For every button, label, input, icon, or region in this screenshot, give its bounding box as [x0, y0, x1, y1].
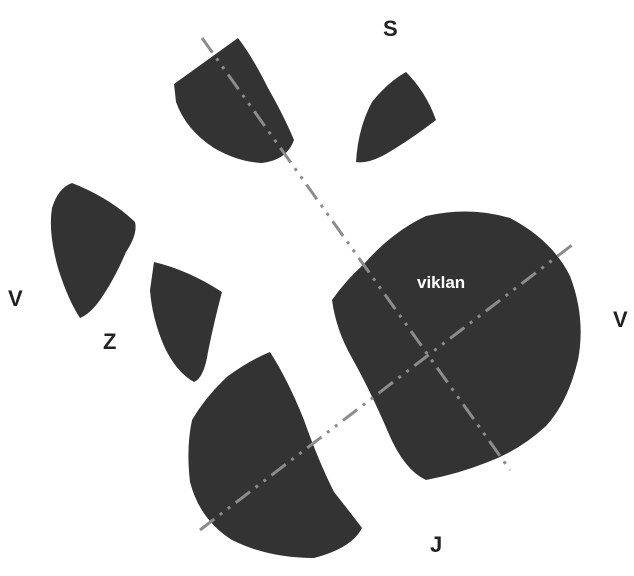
label-main-block: viklan: [417, 273, 465, 292]
fragment-left-middle: [150, 262, 222, 382]
fragment-bottom-left: [188, 352, 362, 558]
label-south: J: [430, 532, 442, 557]
fragment-top-right-small: [356, 72, 436, 162]
label-north: S: [383, 16, 398, 41]
fragment-top-left: [174, 38, 294, 163]
label-z: Z: [103, 329, 116, 354]
label-east: V: [613, 307, 628, 332]
fragment-left-upper: [51, 183, 136, 318]
fragment-large-right: [332, 211, 581, 480]
label-west: V: [8, 286, 23, 311]
